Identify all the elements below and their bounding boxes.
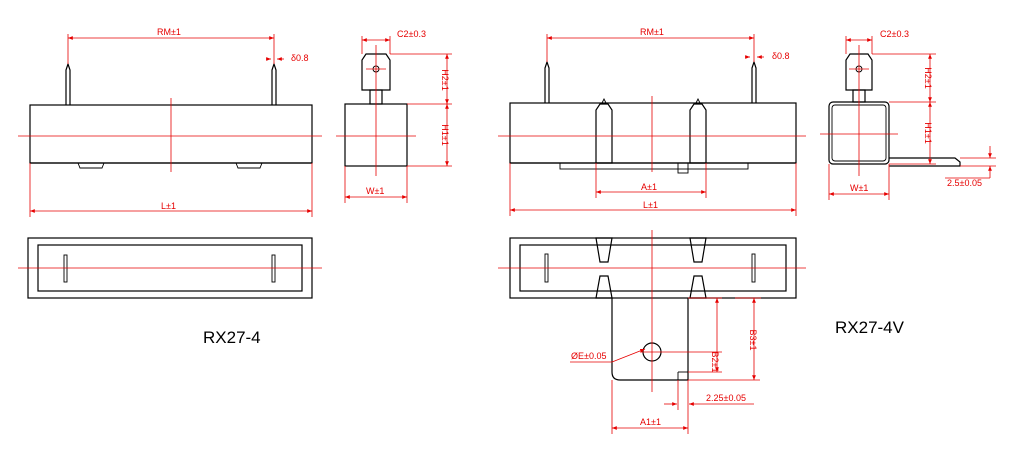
dim-c2-label-v: C2±0.3 — [880, 29, 909, 39]
model-label-rx27-4v: RX27-4V — [835, 318, 905, 337]
dim-h2-label: H2±1 — [440, 69, 450, 90]
dim-w-label-v: W±1 — [850, 183, 868, 193]
rx27-4v-front-view: RM±1 δ0.8 A±1 L±1 — [498, 27, 806, 216]
dim-l-label: L±1 — [161, 201, 176, 211]
model-label-rx27-4: RX27-4 — [203, 328, 261, 347]
terminal-tab — [361, 53, 391, 91]
dim-h2-label-v: H2±1 — [923, 67, 933, 88]
dim-h1-label-v: H1±1 — [923, 122, 933, 143]
dim-w-label: W±1 — [366, 186, 384, 196]
dim-delta-label-v: δ0.8 — [772, 51, 790, 61]
dim-delta-label: δ0.8 — [291, 53, 309, 63]
rx27-4v-top-view: ØE±0.05 B3±1 B2±1 2.25±0.05 A1±1 RX27-4V — [498, 230, 905, 434]
rx27-4v-side-view: C2±0.3 H2±1 H1±1 2.5±0.05 W±1 — [820, 29, 996, 200]
dim-h1-label: H1±1 — [440, 124, 450, 145]
dim-a-label: A±1 — [641, 182, 657, 192]
dim-c2-label: C2±0.3 — [397, 29, 426, 39]
dim-e-label: ØE±0.05 — [571, 351, 606, 361]
dim-thickness-label: 2.5±0.05 — [947, 178, 982, 188]
dim-rm-label-v: RM±1 — [640, 27, 664, 37]
dim-b3-label: B3±1 — [748, 330, 758, 351]
rx27-4-top-view: RX27-4 — [18, 237, 322, 347]
resistor-body-v — [509, 102, 797, 164]
dim-225-label: 2.25±0.05 — [706, 393, 746, 403]
dim-l-label-v: L±1 — [643, 200, 658, 210]
left-terminal-pin — [65, 62, 71, 105]
right-terminal-pin — [271, 62, 277, 105]
dim-b2-label: B2±1 — [710, 352, 720, 373]
rx27-4-front-view: RM±1 δ0.8 L±1 — [18, 27, 322, 217]
dim-a1-label: A1±1 — [640, 417, 661, 427]
dim-rm-label: RM±1 — [157, 27, 181, 37]
rx27-4-side-view: C2±0.3 H2±1 H1±1 W±1 — [336, 29, 452, 203]
